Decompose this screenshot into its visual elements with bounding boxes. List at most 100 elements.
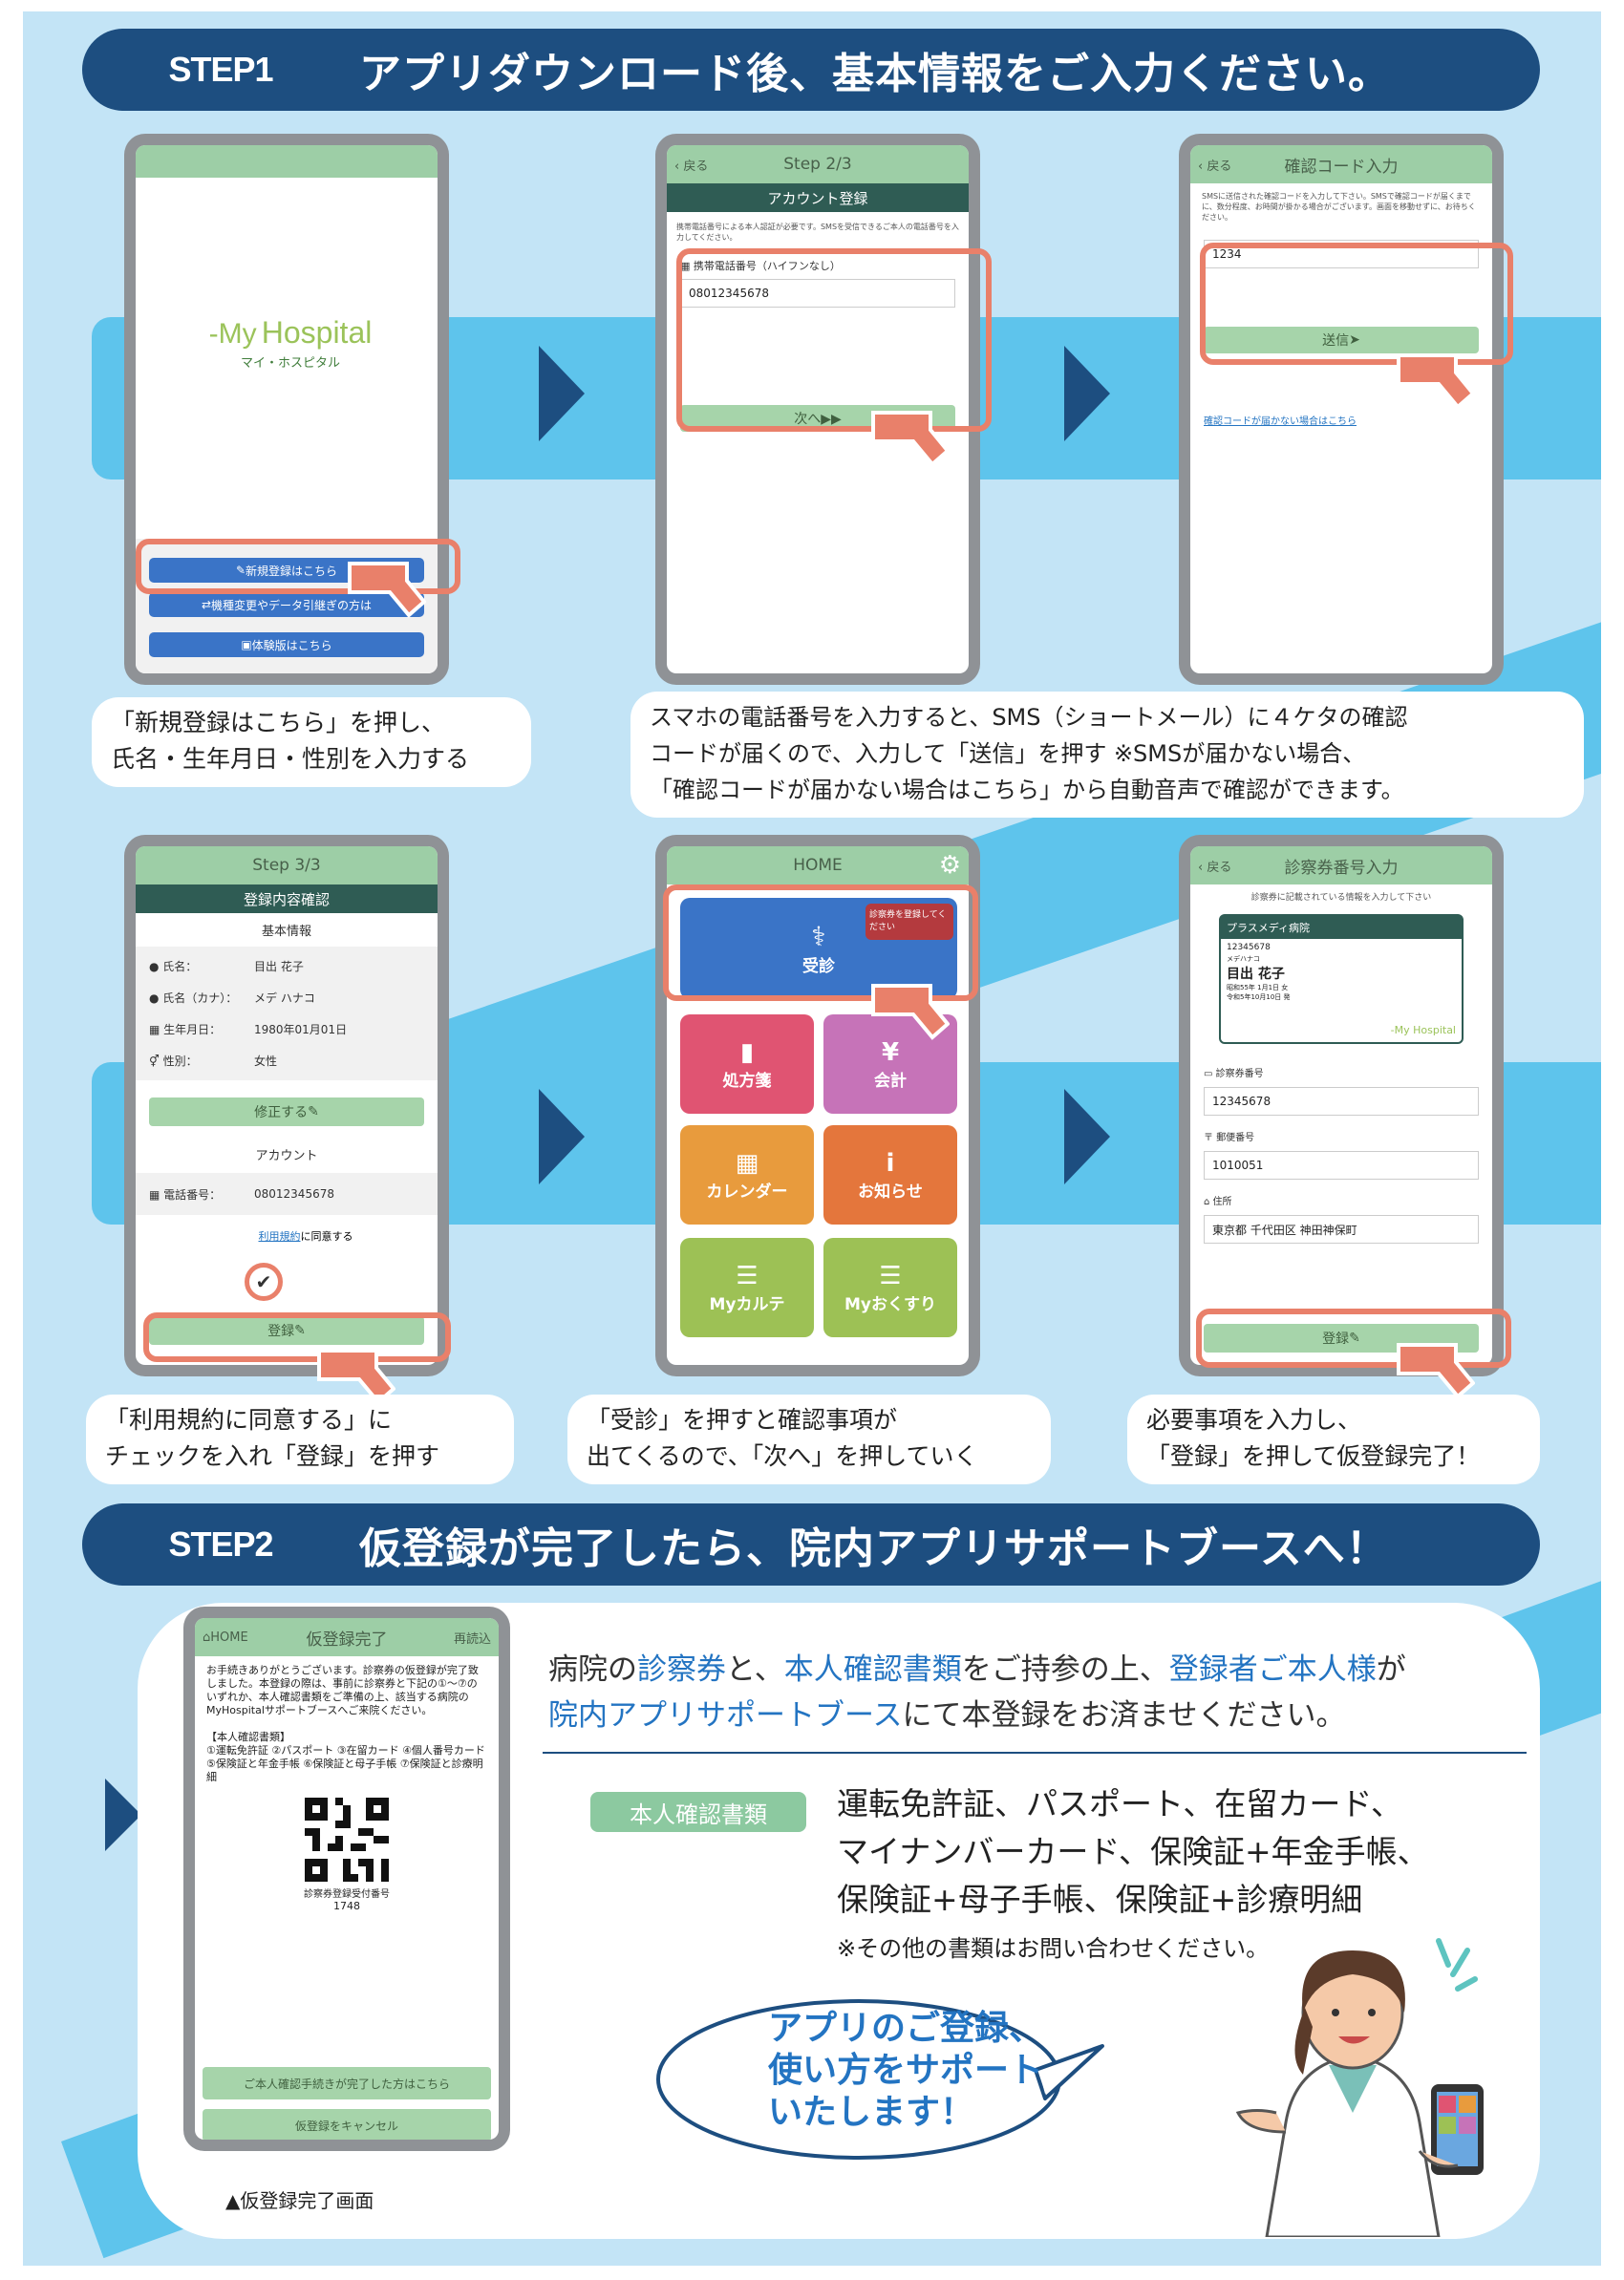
send-button[interactable]: 送信 ➤ bbox=[1204, 327, 1479, 353]
tile-karte[interactable]: ☰Myカルテ bbox=[680, 1238, 814, 1337]
nav-title: 診察券番号入力 bbox=[1284, 858, 1399, 878]
pointer-arrow-icon bbox=[871, 984, 950, 1040]
staff-illustration bbox=[1235, 1938, 1484, 2237]
nav-bar: ‹ 戻る Step 2/3 bbox=[667, 145, 969, 183]
nav-bar: ‹ 戻る 診察券番号入力 bbox=[1190, 846, 1492, 884]
back-button[interactable]: ‹ 戻る bbox=[1198, 860, 1232, 875]
nav-title: 仮登録完了 bbox=[306, 1630, 388, 1650]
terms-checkbox[interactable]: ✔ bbox=[245, 1263, 283, 1301]
notice-badge: 診察券を登録してください bbox=[865, 904, 953, 940]
phone-screen-card: ‹ 戻る診察券番号入力 診察券に記載されている情報を入力して下さい プラスメディ… bbox=[1179, 835, 1504, 1376]
info-row: ⚥ 性別：女性 bbox=[149, 1055, 278, 1068]
card-issue: 令和5年10月10日 発 bbox=[1227, 993, 1291, 1001]
tile-prescription[interactable]: ▮処方箋 bbox=[680, 1014, 814, 1114]
phone-field-label: ▦ 携帯電話番号（ハイフンなし） bbox=[680, 260, 841, 272]
cancel-button[interactable]: 仮登録をキャンセル bbox=[203, 2109, 491, 2140]
card-kana: メデハナコ bbox=[1227, 955, 1260, 963]
section-bar: アカウント登録 bbox=[667, 183, 969, 212]
nav-bar: ‹ 戻る 確認コード入力 bbox=[1190, 145, 1492, 183]
flyer-page: STEP1 アプリダウンロード後、基本情報をご入力ください。 -My Hospi… bbox=[23, 11, 1601, 2266]
nav-bar: ⌂HOME 仮登録完了 再読込 bbox=[195, 1618, 499, 1656]
card-note: 診察券に記載されている情報を入力して下さい bbox=[1250, 893, 1432, 903]
qr-number: 1748 bbox=[333, 1900, 360, 1912]
card-logo: -My Hospital bbox=[1390, 1024, 1456, 1036]
phone-caption: ▲仮登録完了画面 bbox=[225, 2189, 374, 2212]
card-register-button[interactable]: 登録 ✎ bbox=[1204, 1324, 1479, 1353]
terms-link[interactable]: 利用規約 bbox=[258, 1230, 301, 1243]
nav-bar: HOME ⚙ bbox=[667, 846, 969, 884]
caption-step-d: 「受診」を押すと確認事項が出てくるので、「次へ」を押していく bbox=[567, 1395, 1051, 1484]
step1-label: STEP1 bbox=[168, 50, 273, 89]
other-docs-note: ※その他の書類はお問い合わせください。 bbox=[837, 1935, 1270, 1962]
nav-title: HOME bbox=[793, 856, 843, 875]
section-bar: 登録内容確認 bbox=[136, 884, 438, 913]
nav-bar: Step 3/3 bbox=[136, 846, 438, 884]
nav-title: 確認コード入力 bbox=[1284, 157, 1399, 177]
card-number-input[interactable]: 12345678 bbox=[1204, 1087, 1479, 1116]
chevron-right-icon bbox=[1064, 1089, 1110, 1184]
nav-title: Step 3/3 bbox=[252, 856, 321, 875]
terms-row: 利用規約に同意する bbox=[258, 1230, 353, 1243]
step1-title: アプリダウンロード後、基本情報をご入力ください。 bbox=[359, 50, 1391, 98]
tile-medicine[interactable]: ☰Myおくすり bbox=[823, 1238, 957, 1337]
register-button[interactable]: 登録 ✎ bbox=[149, 1316, 424, 1345]
postal-input[interactable]: 1010051 bbox=[1204, 1151, 1479, 1180]
home-button[interactable]: ⌂HOME bbox=[203, 1630, 248, 1645]
info-row: ● 氏名（カナ）：メデ ハナコ bbox=[149, 991, 315, 1005]
doc-heading: 【本人確認書類】 bbox=[206, 1731, 290, 1743]
highlight-box bbox=[1200, 243, 1513, 365]
code-not-received-link[interactable]: 確認コードが届かない場合はこちら bbox=[1204, 416, 1357, 427]
account-note: 携帯電話番号による本人認証が必要です。SMSを受信できるご本人の電話番号を入力し… bbox=[676, 223, 959, 242]
app-logo: -My Hospital マイ・ホスピタル bbox=[157, 315, 424, 371]
complete-message: お手続きありがとうございます。診察券の仮登録が完了致しました。本登録の際は、事前… bbox=[206, 1664, 479, 1716]
card-birth: 昭和55年 1月1日 女 bbox=[1227, 984, 1289, 991]
doc-list: ①運転免許証 ②パスポート ③在留カード ④個人番号カード ⑤保険証と年金手帳 … bbox=[206, 1744, 485, 1783]
verified-button[interactable]: ご本人確認手続きが完了した方はこちら bbox=[203, 2067, 491, 2099]
tile-calendar[interactable]: ▦カレンダー bbox=[680, 1125, 814, 1225]
card-name: 目出 花子 bbox=[1227, 967, 1285, 982]
card-number-label: ▭ 診察券番号 bbox=[1204, 1069, 1264, 1079]
reload-button[interactable]: 再読込 bbox=[453, 1631, 491, 1647]
caption-step-a: 「新規登録はこちら」を押し、氏名・生年月日・性別を入力する bbox=[92, 697, 531, 787]
chevron-right-icon bbox=[105, 1779, 141, 1851]
divider bbox=[543, 1752, 1527, 1754]
id-docs-badge: 本人確認書類 bbox=[590, 1792, 806, 1832]
back-button[interactable]: ‹ 戻る bbox=[674, 159, 709, 174]
step2-title: 仮登録が完了したら、院内アプリサポートブースへ！ bbox=[359, 1524, 1389, 1573]
speech-bubble bbox=[656, 1999, 1104, 2160]
pointer-arrow-icon bbox=[871, 411, 950, 467]
phone-screen-code: ‹ 戻る 確認コード入力 SMSに送信された確認コードを入力して下さい。SMSで確… bbox=[1179, 134, 1504, 685]
back-button[interactable]: ‹ 戻る bbox=[1198, 159, 1232, 174]
info-row: ▦ 生年月日：1980年01月01日 bbox=[149, 1023, 348, 1036]
logo-subtext: マイ・ホスピタル bbox=[240, 356, 340, 371]
chevron-right-icon bbox=[1064, 346, 1110, 441]
gear-icon[interactable]: ⚙ bbox=[938, 851, 961, 880]
transfer-button[interactable]: ⇄ 機種変更やデータ引継ぎの方は bbox=[149, 592, 424, 617]
phone-screen-account: ‹ 戻る Step 2/3 アカウント登録 携帯電話番号による本人認証が必要です。… bbox=[655, 134, 980, 685]
card-number: 12345678 bbox=[1227, 943, 1271, 952]
info-line-1: 病院の診察券と、本人確認書類をご持参の上、登録者ご本人様が bbox=[548, 1652, 1406, 1687]
code-note: SMSに送信された確認コードを入力して下さい。SMSで確認コードが届くまでに、数… bbox=[1202, 192, 1476, 222]
highlight-box bbox=[136, 539, 460, 594]
address-input[interactable]: 東京都 千代田区 神田神保町 bbox=[1204, 1215, 1479, 1244]
chevron-right-icon bbox=[539, 346, 585, 441]
nav-title: Step 2/3 bbox=[783, 155, 852, 174]
postal-label: 〒 郵便番号 bbox=[1204, 1133, 1255, 1143]
info-row: ● 氏名：目出 花子 bbox=[149, 960, 304, 973]
logo-text: Hospital bbox=[261, 315, 373, 350]
qr-label: 診察券登録受付番号 bbox=[304, 1889, 390, 1900]
account-heading: アカウント bbox=[255, 1149, 318, 1163]
edit-button[interactable]: 修正する ✎ bbox=[149, 1097, 424, 1126]
highlight-box bbox=[663, 884, 978, 1001]
highlight-box bbox=[676, 248, 992, 432]
highlight-box bbox=[143, 1312, 451, 1362]
address-label: ⌂ 住所 bbox=[1204, 1197, 1232, 1207]
highlight-box bbox=[1196, 1309, 1511, 1368]
trial-button[interactable]: ▣ 体験版はこちら bbox=[149, 632, 424, 657]
chevron-right-icon bbox=[539, 1089, 585, 1184]
account-row: ▦ 電話番号：08012345678 bbox=[136, 1173, 438, 1215]
caption-step-b: スマホの電話番号を入力すると、SMS（ショートメール）に４ケタの確認コードが届く… bbox=[630, 692, 1584, 818]
step1-header: STEP1 アプリダウンロード後、基本情報をご入力ください。 bbox=[82, 29, 1540, 111]
status-bar bbox=[136, 145, 438, 178]
